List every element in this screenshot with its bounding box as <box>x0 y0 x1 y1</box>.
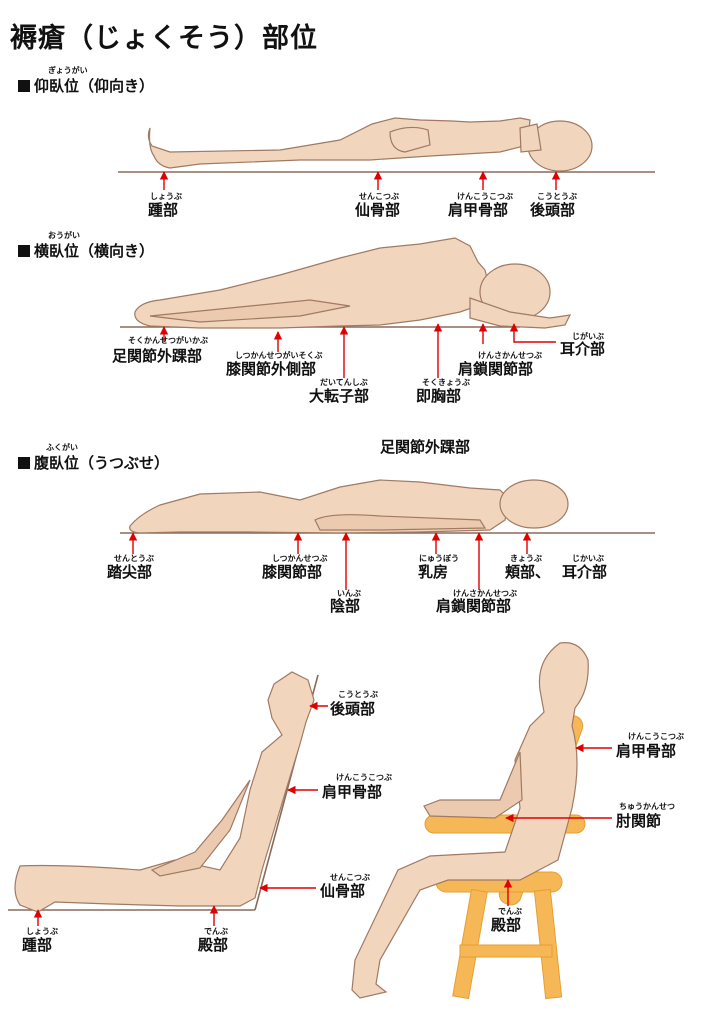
rc-sacrum-ruby: せんこつぶ <box>330 873 370 882</box>
arrow-lat-ear <box>509 323 556 343</box>
pr-acromio-ruby: けんさかんせつぶ <box>453 589 517 598</box>
reclined-figure <box>8 671 319 913</box>
rc-buttock-label: 殿部 <box>198 936 229 954</box>
supine-figure <box>118 117 655 173</box>
chair-leg-back <box>533 888 563 1000</box>
lat-ear-label: 耳介部 <box>560 340 606 358</box>
page-title: 褥瘡（じょくそう）部位 <box>10 23 318 54</box>
section-supine-heading: 仰臥位（仰向き） <box>18 75 154 96</box>
pr-breast-label: 乳房 <box>418 563 449 581</box>
pr-acromio-label: 肩鎖関節部 <box>436 597 512 615</box>
pointer-arrows <box>33 171 612 926</box>
prone-figure <box>120 479 655 534</box>
lat-knee-label: 膝関節外側部 <box>226 360 317 378</box>
rc-buttock-ruby: でんぶ <box>204 927 228 936</box>
pr-knee-label: 膝関節部 <box>262 563 323 581</box>
supine-scapula-label: 肩甲骨部 <box>448 201 509 219</box>
pr-toe-label: 踏尖部 <box>107 563 153 581</box>
section-prone-label: 腹臥位（うつぶせ） <box>34 454 170 472</box>
ch-scapula-ruby: けんこうこつぶ <box>628 732 684 741</box>
pr-ear-ruby: じかいぶ <box>572 554 604 563</box>
lat-ankle-ruby: そくかんせつがいかぶ <box>128 336 208 345</box>
pr-breast-ruby: にゅうぼう <box>419 554 459 563</box>
section-prone-ruby: ふくがい <box>46 443 78 452</box>
supine-occipital-label: 後頭部 <box>530 201 576 219</box>
supine-heel-label: 踵部 <box>148 201 179 219</box>
lat-trochanter-ruby: だいてんしぶ <box>320 378 368 387</box>
lat-ankle-label: 足関節外踝部 <box>112 347 203 365</box>
pr-genital-ruby: いんぶ <box>337 589 361 598</box>
section-supine-label: 仰臥位（仰向き） <box>34 77 155 95</box>
supine-sacrum-label: 仙骨部 <box>355 201 401 219</box>
stray-ankle-label: 足関節外踝部 <box>380 438 471 456</box>
lat-knee-ruby: しつかんせつがいそくぶ <box>235 351 323 360</box>
section-lateral-label: 横臥位（横向き） <box>34 242 155 260</box>
ch-scapula-label: 肩甲骨部 <box>616 742 677 760</box>
chair-leg-front <box>452 888 488 1000</box>
lat-ear-ruby: じがいぶ <box>572 332 604 341</box>
pr-genital-label: 陰部 <box>330 597 361 615</box>
supine-scapula-ruby: けんこうこつぶ <box>457 192 513 201</box>
lat-acromio-label: 肩鎖関節部 <box>458 360 534 378</box>
rc-occipital-ruby: こうとうぶ <box>338 690 378 699</box>
lat-chest-label: 即胸部 <box>416 387 462 405</box>
lat-acromio-ruby: けんさかんせつぶ <box>478 351 542 360</box>
section-lateral-ruby: おうがい <box>48 231 80 240</box>
ch-elbow-ruby: ちゅうかんせつ <box>619 802 675 811</box>
ch-buttock-ruby: でんぶ <box>498 907 522 916</box>
rc-scapula-ruby: けんこうこつぶ <box>336 773 392 782</box>
supine-heel-ruby: しょうぶ <box>150 192 182 201</box>
ch-elbow-label: 肘関節 <box>616 812 662 830</box>
supine-occipital-ruby: こうとうぶ <box>537 192 577 201</box>
rc-heel-label: 踵部 <box>22 936 53 954</box>
rc-occipital-label: 後頭部 <box>330 700 376 718</box>
pr-toe-ruby: せんとうぶ <box>114 554 154 563</box>
section-lateral-heading: 横臥位（横向き） <box>18 240 154 261</box>
pr-cheek-ruby: きょうぶ <box>510 554 542 563</box>
supine-sacrum-ruby: せんこつぶ <box>359 192 399 201</box>
section-supine-ruby: ぎょうがい <box>48 66 88 75</box>
lat-chest-ruby: そくきょうぶ <box>422 378 470 387</box>
chair-rung <box>459 944 553 958</box>
lateral-figure <box>120 237 572 329</box>
ch-buttock-label: 殿部 <box>491 916 522 934</box>
section-prone-heading: 腹臥位（うつぶせ） <box>18 452 169 473</box>
pr-knee-ruby: しつかんせつぶ <box>272 554 328 563</box>
pr-cheek-label: 頬部、 <box>505 563 551 581</box>
rc-scapula-label: 肩甲骨部 <box>322 783 383 801</box>
chair-figure <box>351 642 589 1000</box>
lat-trochanter-label: 大転子部 <box>309 387 370 405</box>
rc-heel-ruby: しょうぶ <box>26 927 58 936</box>
pr-ear-label: 耳介部 <box>562 563 608 581</box>
rc-sacrum-label: 仙骨部 <box>320 882 366 900</box>
